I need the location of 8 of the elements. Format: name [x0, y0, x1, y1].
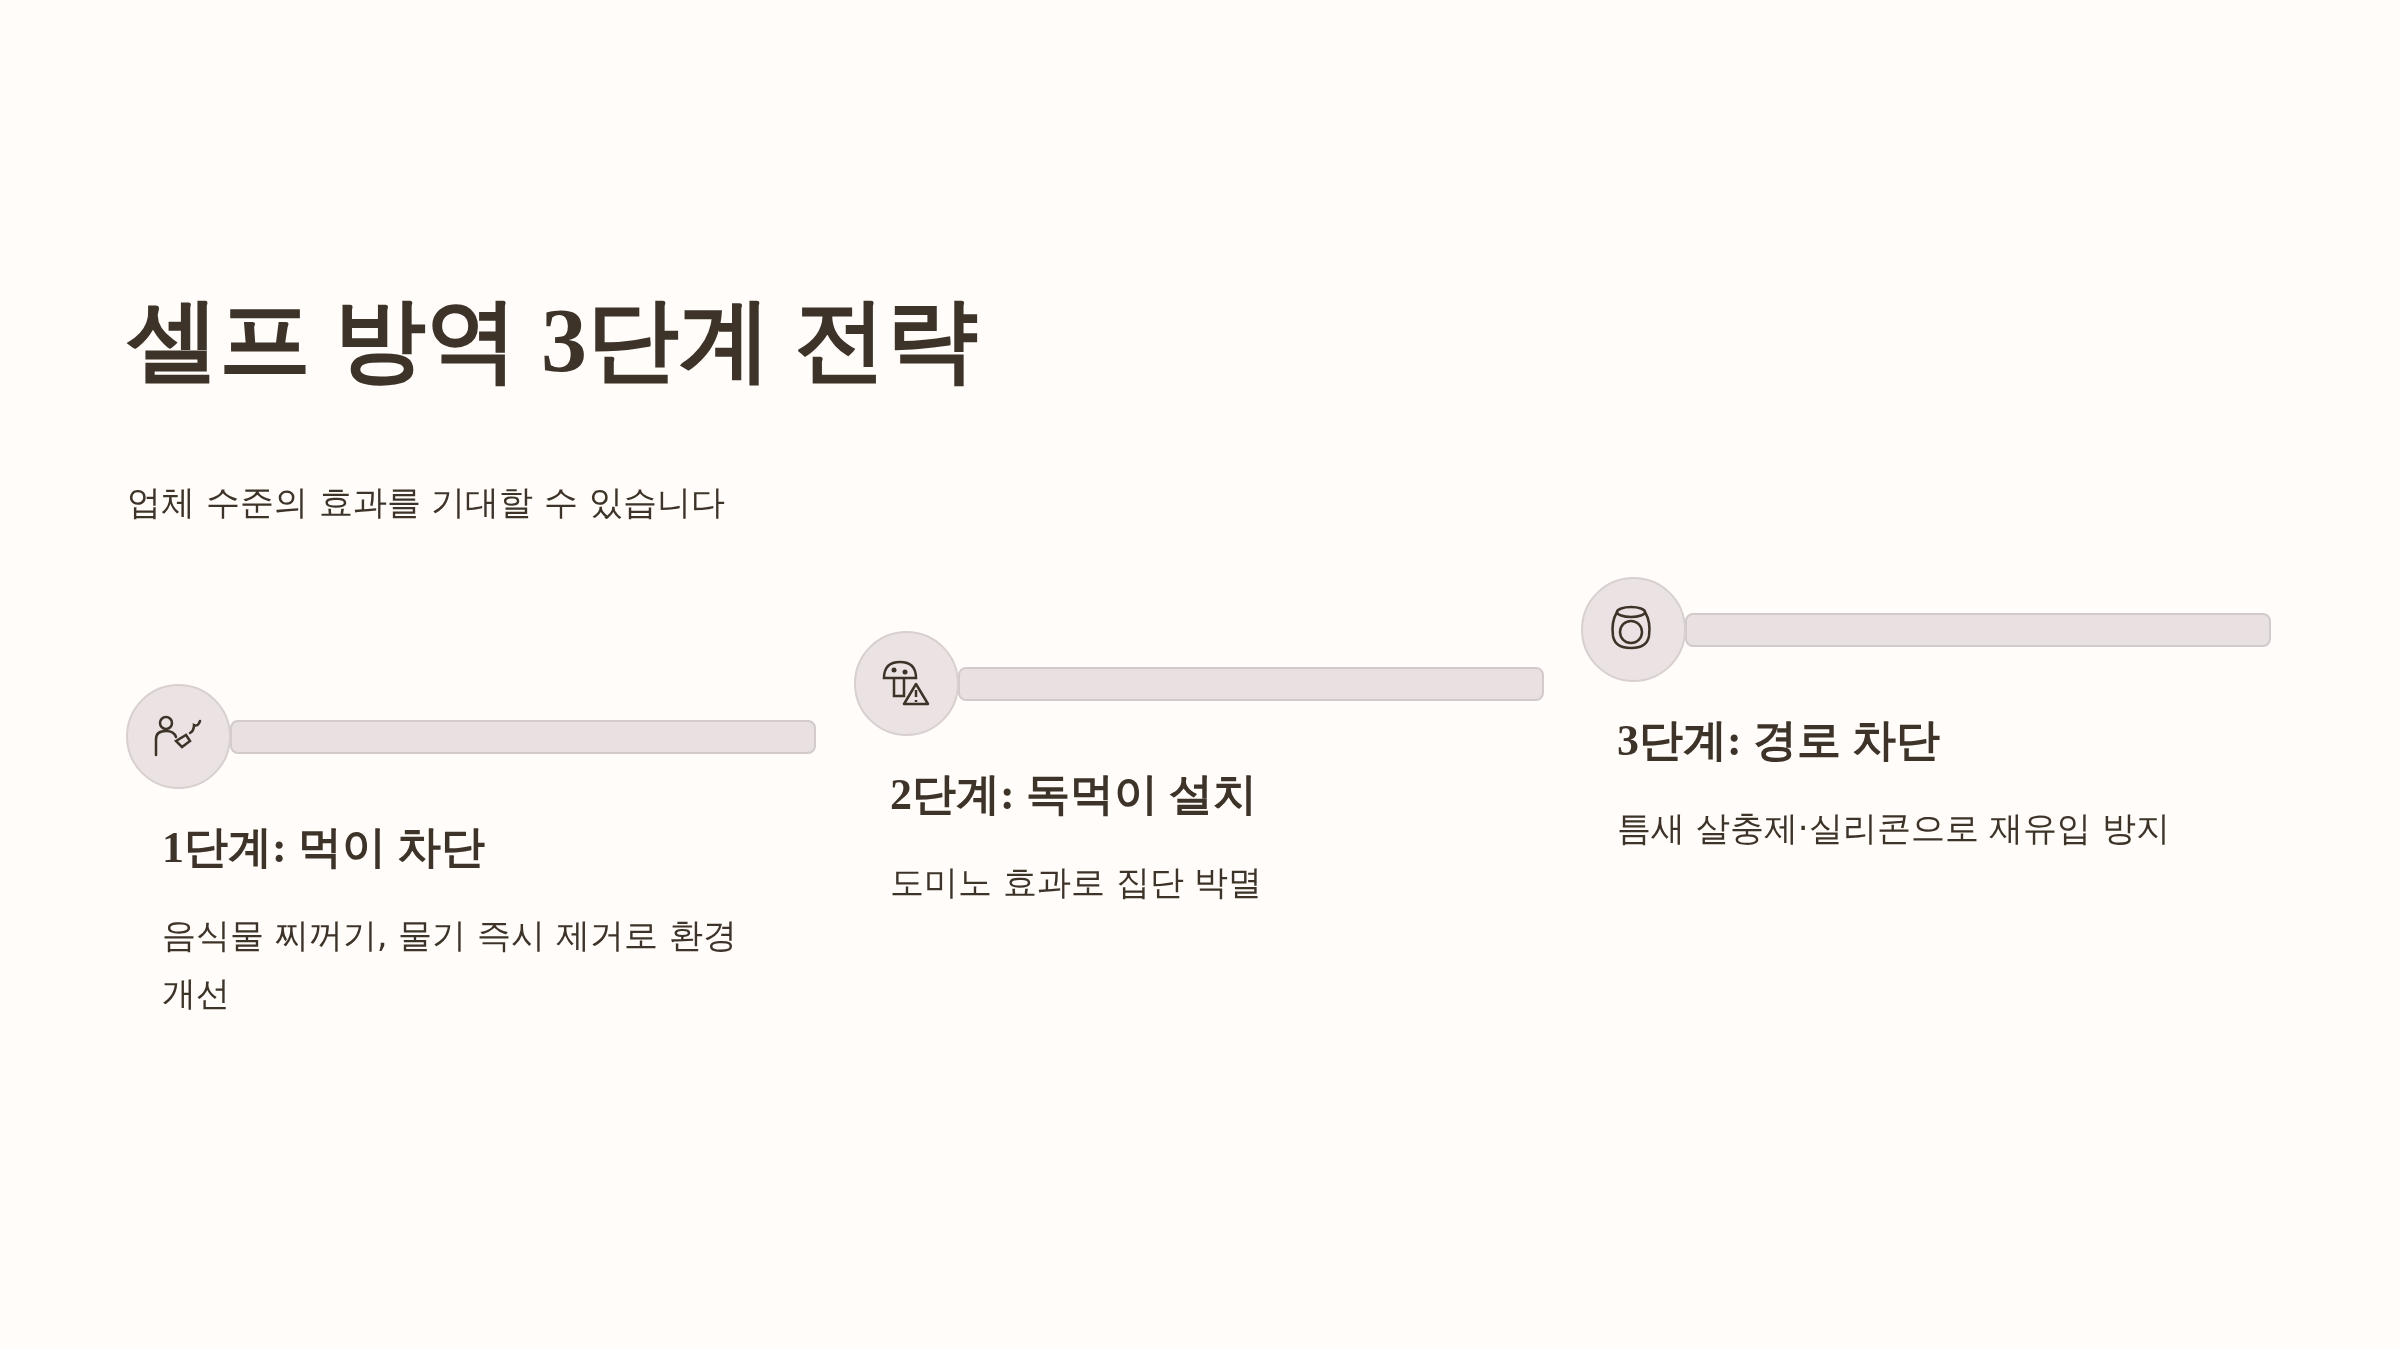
subtitle: 업체 수준의 효과를 기대할 수 있습니다 — [127, 481, 726, 524]
slide-title: 셀프 방역 3단계 전략 — [127, 288, 978, 393]
step-heading: 3단계: 경로 차단 — [1617, 715, 1940, 767]
step-description: 도미노 효과로 집단 박멸 — [890, 861, 1264, 904]
step-description: 음식물 찌꺼기, 물기 즉시 제거로 환경 개선 — [162, 914, 738, 1015]
step-heading: 1단계: 먹이 차단 — [162, 822, 485, 874]
step-heading: 2단계: 독먹이 설치 — [890, 769, 1257, 821]
step-description: 틈새 살충제·실리콘으로 재유입 방지 — [1617, 807, 2172, 850]
